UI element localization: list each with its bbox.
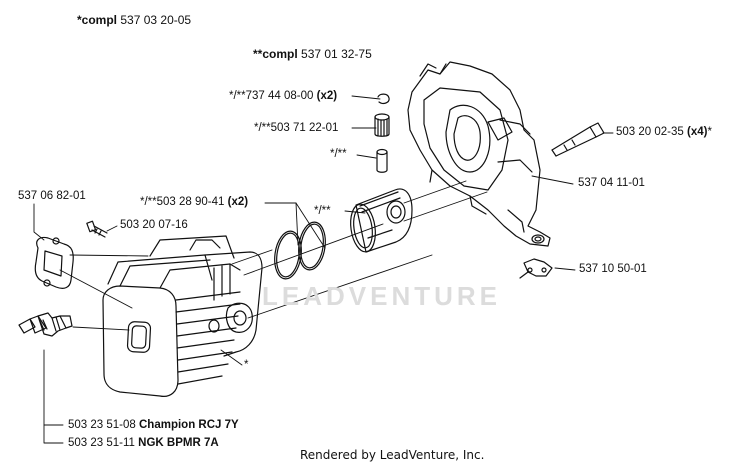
- header-compl-main: *compl 537 03 20-05: [77, 14, 191, 27]
- small-screw-part: [86, 220, 108, 238]
- retainer-clip-part: [377, 93, 390, 104]
- label-rings-qty: (x2): [227, 196, 249, 208]
- label-screw-long-suffix: *: [707, 126, 712, 138]
- piston-rings-part: [274, 221, 326, 280]
- label-retainer-text: */**737 44 08-00: [229, 90, 314, 102]
- header-compl-sub: **compl 537 01 32-75: [253, 48, 372, 61]
- label-screw-long: 503 20 02-35 (x4)*: [616, 126, 712, 139]
- label-rings: */**503 28 90-41 (x2): [140, 196, 248, 209]
- cylinder-part: [102, 235, 263, 397]
- label-plug-1: 503 23 51-08 Champion RCJ 7Y: [68, 419, 239, 432]
- needle-bearing-part: [374, 113, 390, 137]
- header-compl-main-prefix: *compl: [77, 13, 118, 27]
- label-screw-long-qty: (x4): [687, 126, 708, 138]
- label-screw-long-text: 503 20 02-35: [616, 126, 684, 138]
- footer-credit: Rendered by LeadVenture, Inc.: [300, 448, 485, 462]
- label-screw-small: 503 20 07-16: [120, 219, 188, 231]
- label-cylinder-star: *: [244, 359, 249, 371]
- header-compl-sub-prefix: **compl: [253, 47, 298, 61]
- crankcase-part: [407, 61, 551, 247]
- label-plug-2: 503 23 51-11 NGK BPMR 7A: [68, 437, 219, 450]
- gasket-part: [34, 236, 74, 289]
- label-plug-2-text: 503 23 51-11: [68, 437, 135, 449]
- piston-part: [350, 188, 413, 253]
- label-crankcase: 537 04 11-01: [578, 177, 645, 189]
- label-plug-1-text: 503 23 51-08: [68, 419, 136, 431]
- label-plug-2-brand: NGK BPMR 7A: [138, 437, 219, 449]
- label-piston: */**: [314, 205, 331, 217]
- label-retainer: */**737 44 08-00 (x2): [229, 90, 337, 103]
- label-plug-1-brand: Champion RCJ 7Y: [139, 419, 239, 431]
- header-compl-sub-number: 537 01 32-75: [301, 47, 372, 61]
- piston-pin-part: [376, 148, 388, 173]
- header-compl-main-number: 537 03 20-05: [120, 13, 192, 27]
- small-clip-part: [519, 258, 553, 279]
- label-gasket: 537 06 82-01: [18, 190, 86, 202]
- label-bearing: */**503 71 22-01: [254, 122, 339, 134]
- label-retainer-qty: (x2): [316, 90, 338, 102]
- spark-plug-part: [18, 312, 73, 337]
- watermark: LEADVENTURE: [262, 281, 502, 311]
- label-rings-text: */**503 28 90-41: [140, 196, 225, 208]
- label-clip: 537 10 50-01: [579, 263, 647, 275]
- leader-lines: [33, 95, 614, 444]
- long-screw-part: [551, 122, 605, 157]
- label-pin: */**: [330, 148, 347, 160]
